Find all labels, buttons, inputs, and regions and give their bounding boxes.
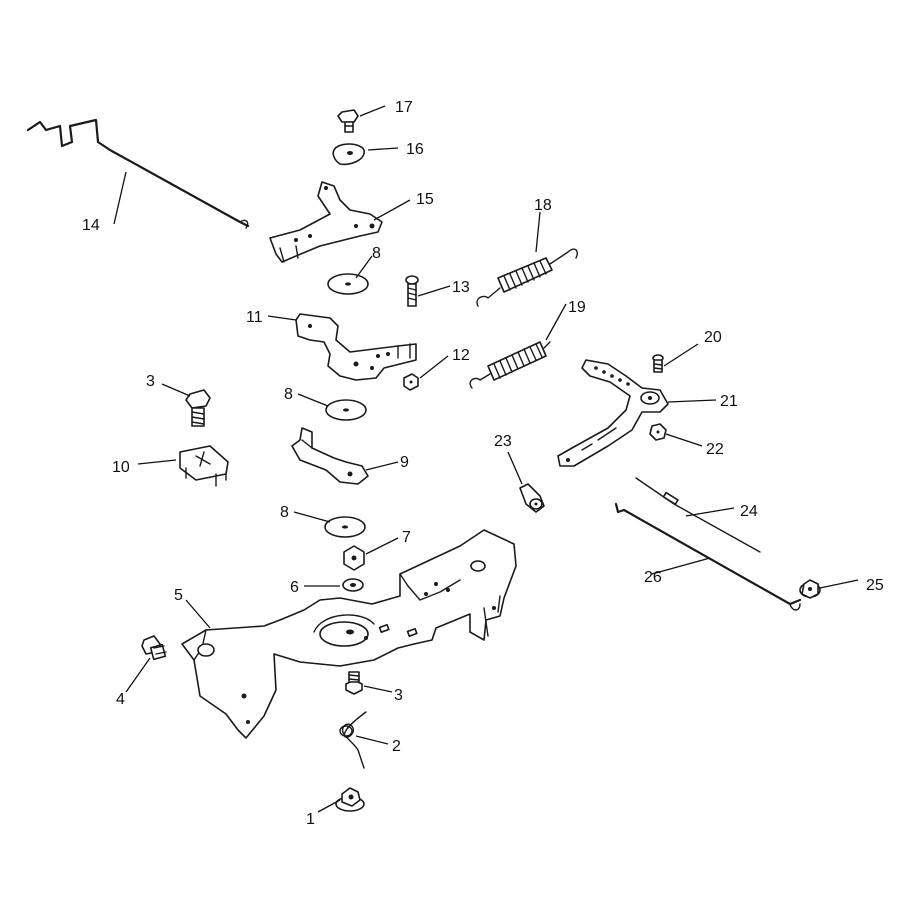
part-2-spring (339, 711, 367, 769)
callout-8-bottom: 8 (280, 504, 289, 521)
part-14-governor-rod (26, 118, 250, 229)
part-17-bolt (337, 109, 359, 133)
callout-11: 11 (246, 309, 263, 326)
part-7-nut (343, 545, 365, 571)
leader-lines (113, 105, 859, 813)
part-8-washer-middle (325, 399, 367, 421)
part-9-lever-plate (291, 427, 369, 485)
part-11-lever (295, 313, 417, 381)
part-21-throttle-lever (557, 359, 669, 467)
callout-18: 18 (534, 197, 552, 214)
part-16-washer (332, 143, 365, 166)
callout-3-lower: 3 (394, 687, 403, 704)
callout-21: 21 (720, 393, 738, 410)
callout-15: 15 (416, 191, 434, 208)
callout-8-middle: 8 (284, 386, 293, 403)
part-8-washer-top (327, 273, 369, 295)
callout-20: 20 (704, 329, 722, 346)
part-1-nut (335, 787, 365, 812)
callout-2: 2 (392, 738, 401, 755)
part-6-washer (342, 578, 364, 592)
callout-8-top: 8 (372, 245, 381, 262)
part-26-link-rod (614, 502, 802, 611)
callout-9: 9 (400, 454, 409, 471)
part-15-lever (269, 181, 383, 263)
callout-13: 13 (452, 279, 470, 296)
callout-3-upper: 3 (146, 373, 155, 390)
part-3-screw-lower (345, 671, 363, 695)
callout-6: 6 (290, 579, 299, 596)
callout-17: 17 (395, 99, 413, 116)
callout-4: 4 (116, 691, 125, 708)
part-19-spring (469, 341, 551, 389)
part-3-bolt-upper (185, 389, 211, 427)
callout-24: 24 (740, 503, 758, 520)
callout-25: 25 (866, 577, 884, 594)
part-4-bolt (141, 635, 167, 661)
part-22-nut (649, 423, 667, 441)
callout-12: 12 (452, 347, 470, 364)
part-18-spring (476, 248, 578, 307)
callout-labels: 17 16 15 14 18 8 13 19 11 12 20 3 8 21 2… (82, 99, 884, 828)
part-10-clip-nut (179, 445, 229, 487)
part-20-screw (652, 354, 664, 373)
callout-19: 19 (568, 299, 586, 316)
callout-23: 23 (494, 433, 512, 450)
callout-14: 14 (82, 217, 100, 234)
callout-1: 1 (306, 811, 315, 828)
part-12-nut (403, 373, 419, 391)
part-23-cable-clip (519, 483, 545, 513)
callout-5: 5 (174, 587, 183, 604)
callout-7: 7 (402, 529, 411, 546)
callout-10: 10 (112, 459, 130, 476)
part-25-nut (799, 579, 821, 599)
part-13-screw (405, 275, 419, 307)
part-24-wire (635, 477, 761, 553)
callout-22: 22 (706, 441, 724, 458)
callout-16: 16 (406, 141, 424, 158)
part-8-washer-bottom (324, 516, 366, 538)
callout-26: 26 (644, 569, 662, 586)
part-5-bracket (181, 529, 517, 739)
